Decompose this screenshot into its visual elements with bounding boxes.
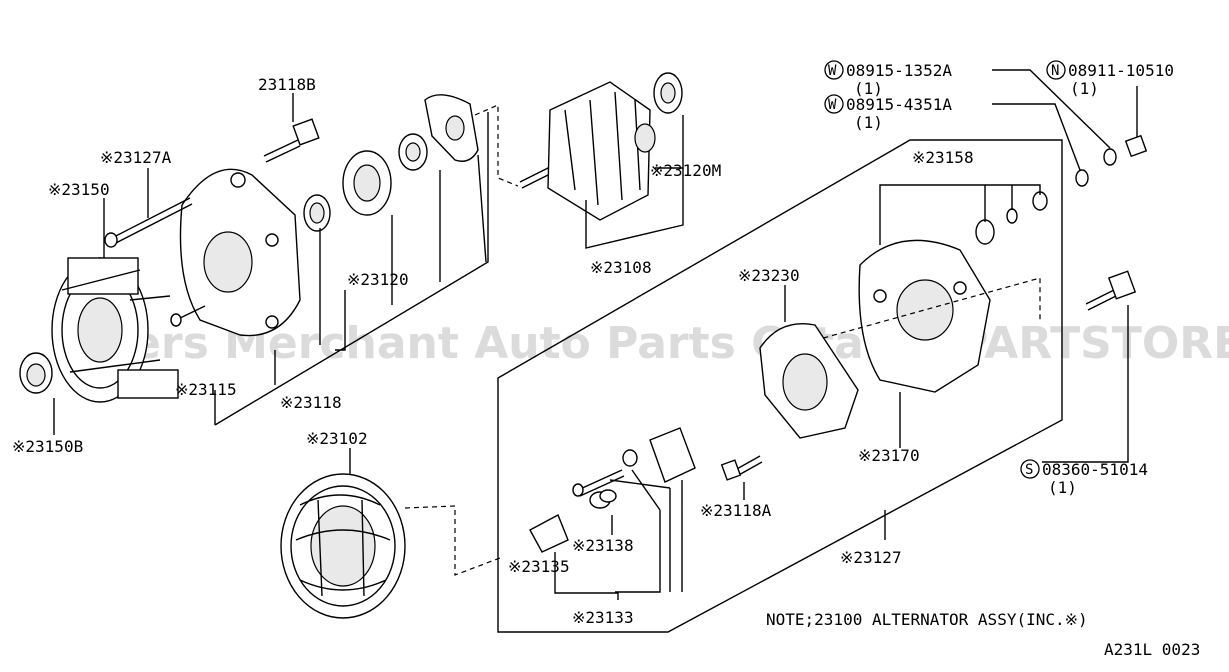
rear-cover-23230[interactable] — [759, 323, 859, 439]
label-23158: ※23158 — [912, 148, 974, 167]
label-08915-1352A: 08915-1352A — [846, 61, 952, 80]
label-08911-10510: 08911-10510 — [1068, 61, 1174, 80]
retainer-plate[interactable] — [424, 94, 479, 162]
label-23133: ※23133 — [572, 608, 634, 627]
qty-08915-4351A: (1) — [854, 113, 883, 132]
rotor-23108[interactable] — [519, 81, 656, 221]
washer-08915-1352A[interactable] — [1103, 148, 1117, 166]
seal-23118[interactable] — [303, 194, 331, 232]
screw-23115[interactable] — [170, 305, 206, 327]
label-08915-4351A: 08915-4351A — [846, 95, 952, 114]
leader-23108 — [585, 168, 684, 249]
rear-housing-23170[interactable] — [858, 239, 991, 393]
label-23150: ※23150 — [48, 180, 110, 199]
nut-symbol — [1046, 60, 1066, 80]
rear-group-frame — [497, 139, 1063, 633]
label-23108: ※23108 — [590, 258, 652, 277]
leader-left-group — [214, 112, 489, 426]
label-23150B: ※23150B — [12, 437, 83, 456]
spacer-ring[interactable] — [398, 133, 428, 171]
qty-08911-10510: (1) — [1070, 79, 1099, 98]
label-23102: ※23102 — [306, 429, 368, 448]
label-08360-51014: 08360-51014 — [1042, 460, 1148, 479]
leader-08360-51014 — [1042, 305, 1129, 463]
label-23120: ※23120 — [347, 270, 409, 289]
leader-washer-1 — [992, 69, 1111, 149]
through-bolt-23127A[interactable] — [104, 197, 193, 248]
washer-symbol-1 — [824, 60, 844, 80]
qty-08360-51014: (1) — [1048, 478, 1077, 497]
dash-housing-axis — [779, 277, 1041, 351]
leader-23158 — [879, 184, 1041, 245]
label-23127A: ※23127A — [100, 148, 172, 167]
washer-08915-4351A[interactable] — [1075, 169, 1089, 187]
rear-bearing-23120M[interactable] — [653, 72, 683, 114]
nut-symbol-letter: N — [1051, 63, 1059, 79]
nut-08911-10510[interactable] — [1124, 134, 1148, 158]
bolt-08360-51014[interactable] — [1085, 270, 1137, 311]
front-bracket-23118[interactable] — [179, 168, 301, 337]
stator-23102[interactable] — [280, 473, 406, 619]
dash-shaft-link — [474, 104, 519, 187]
label-23135: ※23135 — [508, 557, 570, 576]
bearing-23120[interactable] — [342, 150, 392, 216]
brush-23135[interactable] — [529, 514, 569, 553]
label-23230: ※23230 — [738, 266, 800, 285]
leader-washer-2 — [992, 103, 1081, 171]
label-23127: ※23127 — [840, 548, 902, 567]
brush-holder[interactable] — [622, 427, 696, 483]
screw-23127[interactable] — [572, 469, 625, 497]
screw-symbol — [1020, 459, 1040, 479]
dash-stator-link — [404, 505, 501, 576]
leader-23133 — [554, 552, 619, 600]
washer-symbol-1-letter: W — [828, 63, 837, 79]
figure-code: A231L 0023 — [1104, 640, 1200, 659]
washer-symbol-2 — [824, 94, 844, 114]
label-23138: ※23138 — [572, 536, 634, 555]
label-23118: ※23118 — [280, 393, 342, 412]
qty-08915-1352A: (1) — [854, 79, 883, 98]
bolt-23118B[interactable] — [263, 118, 320, 163]
rear-cover-assembly-23150[interactable] — [51, 257, 179, 403]
rear-nut-23150B[interactable] — [19, 352, 53, 394]
label-23115: ※23115 — [175, 380, 237, 399]
label-23170: ※23170 — [858, 446, 920, 465]
leader-subassembly — [609, 469, 683, 593]
label-23118B: 23118B — [258, 75, 316, 94]
spring-23138[interactable] — [589, 489, 617, 509]
label-23120M: ※23120M — [650, 161, 721, 180]
washer-symbol-2-letter: W — [828, 97, 837, 113]
label-23118A: ※23118A — [700, 501, 772, 520]
bolt-23118A[interactable] — [720, 455, 763, 481]
assembly-note: NOTE;23100 ALTERNATOR ASSY(INC.※) — [766, 610, 1088, 629]
screw-symbol-letter: S — [1025, 462, 1033, 478]
